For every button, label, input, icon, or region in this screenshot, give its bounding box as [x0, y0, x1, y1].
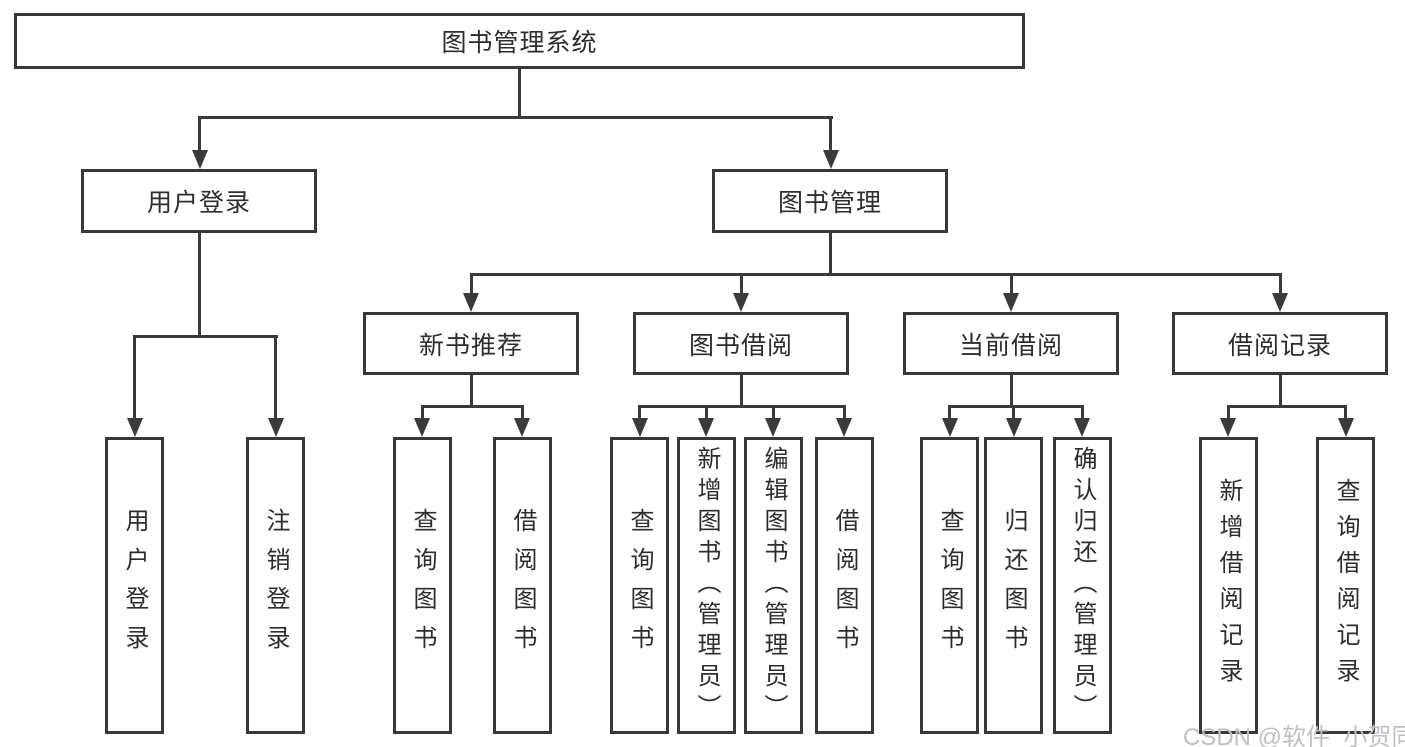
leaf-query-borrow-record-label: 查询借阅记录 — [1332, 477, 1359, 694]
arrowhead-icon — [1003, 293, 1019, 312]
node-book-management-label: 图书管理 — [777, 189, 882, 217]
arrowhead-icon — [192, 150, 208, 169]
node-new-book-recommend-label: 新书推荐 — [418, 331, 523, 360]
arrowhead-icon — [765, 418, 781, 437]
node-current-borrowing-label: 当前借阅 — [958, 331, 1063, 360]
connector-leaf-drop — [1012, 405, 1015, 420]
leaf-borrow-books-borrowing-label: 借阅图书 — [831, 507, 858, 664]
connector-leaf-drop — [772, 405, 775, 420]
node-borrowing-records: 借阅记录 — [1172, 312, 1388, 375]
arrowhead-icon — [632, 418, 648, 437]
arrowhead-icon — [414, 418, 430, 437]
arrowhead-icon — [698, 418, 714, 437]
connector-leaf-drop — [948, 405, 951, 420]
leaf-borrow-books-borrowing: 借阅图书 — [815, 437, 874, 734]
arrowhead-icon — [1272, 293, 1288, 312]
leaf-query-books-borrowing: 查询图书 — [610, 437, 669, 734]
connector-level3-bus — [470, 273, 1281, 276]
connector-leaf-drop — [1227, 405, 1230, 420]
leaf-query-books-borrowing-label: 查询图书 — [626, 507, 653, 664]
connector-book-management-riser — [829, 233, 832, 275]
connector-borrowing-riser — [740, 375, 743, 407]
connector-level3-drop — [1279, 273, 1282, 295]
leaf-query-borrow-record: 查询借阅记录 — [1316, 437, 1375, 734]
arrowhead-icon — [1338, 418, 1354, 437]
leaf-query-books-recommend: 查询图书 — [393, 437, 452, 734]
connector-leaf-drop — [638, 405, 641, 420]
leaf-add-borrow-record: 新增借阅记录 — [1199, 437, 1258, 734]
leaf-edit-books-admin: 编辑图书（管理员） — [744, 437, 803, 734]
csdn-watermark: CSDN @软件_小贺同学 — [1183, 724, 1405, 747]
arrowhead-icon — [268, 418, 284, 437]
leaf-add-borrow-record-label: 新增借阅记录 — [1215, 477, 1242, 694]
connector-leaf-drop — [843, 405, 846, 420]
node-user-login-label: 用户登录 — [146, 189, 251, 217]
leaf-return-books: 归还图书 — [984, 437, 1043, 734]
connector-user-login-riser — [198, 233, 201, 337]
leaf-return-books-label: 归还图书 — [1000, 507, 1027, 664]
leaf-add-books-admin-label: 新增图书（管理员） — [693, 446, 720, 725]
connector-leaf-drop — [1081, 405, 1084, 420]
node-book-borrowing: 图书借阅 — [633, 312, 849, 375]
leaf-query-books-current: 查询图书 — [920, 437, 979, 734]
connector-level3-drop — [740, 273, 743, 295]
leaf-user-login: 用户登录 — [105, 437, 164, 734]
connector-current-bus — [948, 405, 1083, 408]
connector-leaf-drop — [274, 335, 277, 420]
leaf-confirm-return-admin: 确认归还（管理员） — [1053, 437, 1112, 734]
arrowhead-icon — [823, 150, 839, 169]
leaf-user-login-label: 用户登录 — [121, 507, 148, 664]
leaf-borrow-books-recommend: 借阅图书 — [493, 437, 552, 734]
node-current-borrowing: 当前借阅 — [903, 312, 1119, 375]
leaf-query-books-recommend-label: 查询图书 — [409, 507, 436, 664]
connector-leaf-drop — [421, 405, 424, 420]
arrowhead-icon — [514, 418, 530, 437]
connector-records-bus — [1227, 405, 1346, 408]
arrowhead-icon — [1006, 418, 1022, 437]
connector-user-login-drop — [198, 116, 201, 152]
leaf-query-books-current-label: 查询图书 — [936, 507, 963, 664]
leaf-confirm-return-admin-label: 确认归还（管理员） — [1069, 446, 1096, 725]
node-book-management: 图书管理 — [712, 169, 948, 233]
node-new-book-recommend: 新书推荐 — [363, 312, 579, 375]
connector-level2-bus — [198, 116, 833, 119]
connector-records-riser — [1279, 375, 1282, 407]
leaf-logout-login-label: 注销登录 — [262, 507, 289, 664]
node-root: 图书管理系统 — [14, 13, 1025, 69]
arrowhead-icon — [836, 418, 852, 437]
node-root-label: 图书管理系统 — [441, 29, 598, 57]
arrowhead-icon — [733, 293, 749, 312]
connector-recommend-bus — [421, 405, 524, 408]
node-borrowing-records-label: 借阅记录 — [1227, 331, 1332, 360]
connector-level3-drop — [1010, 273, 1013, 295]
connector-leaf-drop — [705, 405, 708, 420]
connector-borrowing-bus — [638, 405, 846, 408]
leaf-add-books-admin: 新增图书（管理员） — [677, 437, 736, 734]
leaf-borrow-books-recommend-label: 借阅图书 — [509, 507, 536, 664]
connector-leaf-drop — [521, 405, 524, 420]
arrowhead-icon — [463, 293, 479, 312]
node-book-borrowing-label: 图书借阅 — [688, 331, 793, 360]
arrowhead-icon — [1074, 418, 1090, 437]
connector-level3-drop — [470, 273, 473, 295]
node-user-login: 用户登录 — [81, 169, 317, 233]
connector-leaf-drop — [133, 335, 136, 420]
leaf-logout-login: 注销登录 — [246, 437, 305, 734]
connector-leaf-drop — [1344, 405, 1347, 420]
arrowhead-icon — [127, 418, 143, 437]
arrowhead-icon — [942, 418, 958, 437]
arrowhead-icon — [1220, 418, 1236, 437]
connector-user-login-bus — [133, 335, 278, 338]
connector-root-riser — [518, 68, 521, 119]
connector-recommend-riser — [470, 375, 473, 407]
leaf-edit-books-admin-label: 编辑图书（管理员） — [760, 446, 787, 725]
connector-book-management-drop — [829, 116, 832, 152]
connector-current-riser — [1010, 375, 1013, 407]
